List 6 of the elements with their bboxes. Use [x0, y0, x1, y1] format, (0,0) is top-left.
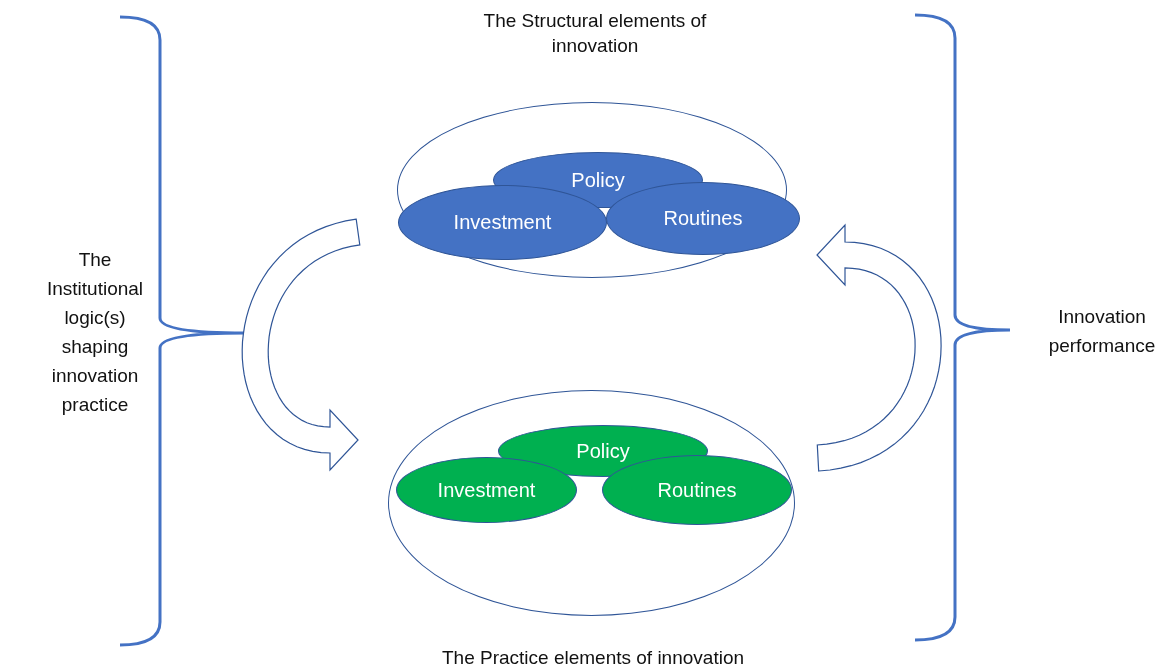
side-label: The Institutional logic(s) shaping innovation practice — [45, 248, 145, 417]
ellipse-heading: The Practice elements of innovation — [440, 646, 746, 670]
side-label: Innovation performance — [1047, 305, 1157, 358]
ellipse-heading: The Structural elements of innovation — [482, 9, 708, 58]
element-ellipse: Investment — [396, 457, 577, 523]
curved-block-arrow — [816, 223, 942, 472]
